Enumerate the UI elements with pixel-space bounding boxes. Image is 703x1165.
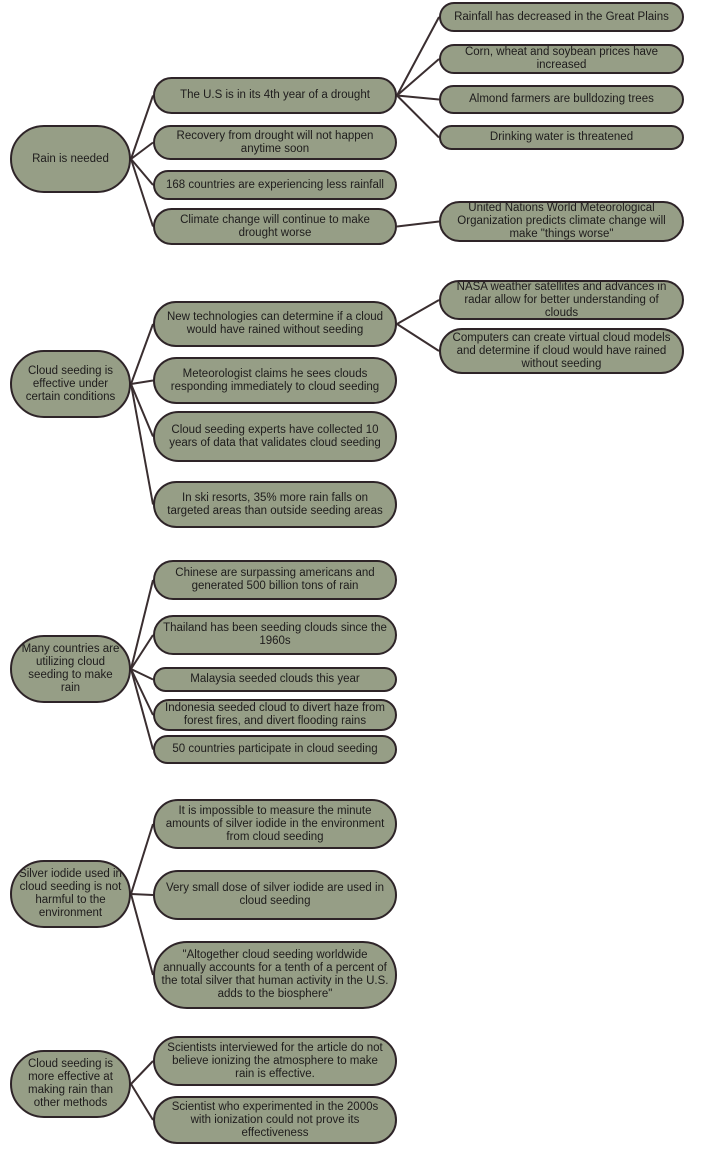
- root-topic-r1: Rain is needed: [10, 125, 131, 193]
- connector-r4-c4a: [130, 823, 154, 895]
- connector-r2-c2c: [130, 383, 154, 437]
- subtopic-c2a: New technologies can determine if a clou…: [153, 301, 397, 347]
- connector-r3-c3a: [130, 579, 154, 670]
- subtopic-c5b: Scientist who experimented in the 2000s …: [153, 1096, 397, 1144]
- connector-r5-c5a: [130, 1060, 154, 1085]
- detail-g2: Corn, wheat and soybean prices have incr…: [439, 44, 684, 74]
- detail-g3: Almond farmers are bulldozing trees: [439, 85, 684, 114]
- connector-r2-c2b: [130, 379, 154, 385]
- connector-r1-c1a: [130, 95, 154, 160]
- root-topic-r2: Cloud seeding is effective under certain…: [10, 350, 131, 418]
- subtopic-c3b: Thailand has been seeding clouds since t…: [153, 615, 397, 655]
- subtopic-c1b: Recovery from drought will not happen an…: [153, 125, 397, 160]
- root-topic-r3: Many countries are utilizing cloud seedi…: [10, 635, 131, 703]
- connector-r1-c1b: [130, 141, 154, 160]
- subtopic-c2d: In ski resorts, 35% more rain falls on t…: [153, 481, 397, 528]
- connector-c1a-g4: [396, 94, 440, 139]
- connector-r1-c1d: [130, 158, 154, 227]
- connector-r4-c4b: [130, 893, 154, 896]
- subtopic-c1a: The U.S is in its 4th year of a drought: [153, 77, 397, 114]
- detail-g5: United Nations World Meteorological Orga…: [439, 201, 684, 242]
- connector-r2-c2a: [130, 323, 154, 385]
- connector-r3-c3b: [130, 634, 154, 670]
- connector-c1d-g5: [396, 220, 440, 228]
- connector-r5-c5b: [130, 1083, 154, 1121]
- root-topic-r4: Silver iodide used in cloud seeding is n…: [10, 860, 131, 928]
- connector-r2-c2d: [130, 383, 154, 505]
- connector-c1a-g2: [396, 58, 440, 97]
- subtopic-c3c: Malaysia seeded clouds this year: [153, 667, 397, 692]
- connector-r3-c3c: [130, 668, 154, 681]
- subtopic-c2b: Meteorologist claims he sees clouds resp…: [153, 357, 397, 404]
- subtopic-c1d: Climate change will continue to make dro…: [153, 208, 397, 245]
- connector-c2a-g7: [396, 323, 440, 352]
- subtopic-c4b: Very small dose of silver iodide are use…: [153, 870, 397, 920]
- connector-c2a-g6: [396, 299, 440, 325]
- connector-r3-c3d: [130, 668, 154, 716]
- connector-c1a-g1: [396, 16, 440, 96]
- connector-r1-c1c: [130, 158, 154, 186]
- subtopic-c5a: Scientists interviewed for the article d…: [153, 1036, 397, 1086]
- subtopic-c4c: "Altogether cloud seeding worldwide annu…: [153, 941, 397, 1009]
- root-topic-r5: Cloud seeding is more effective at makin…: [10, 1050, 131, 1118]
- connector-r3-c3e: [130, 668, 154, 750]
- detail-g7: Computers can create virtual cloud model…: [439, 328, 684, 374]
- subtopic-c3a: Chinese are surpassing americans and gen…: [153, 560, 397, 600]
- detail-g4: Drinking water is threatened: [439, 125, 684, 150]
- connector-c1a-g3: [396, 94, 440, 101]
- subtopic-c3d: Indonesia seeded cloud to divert haze fr…: [153, 699, 397, 731]
- subtopic-c2c: Cloud seeding experts have collected 10 …: [153, 411, 397, 462]
- subtopic-c4a: It is impossible to measure the minute a…: [153, 799, 397, 849]
- detail-g6: NASA weather satellites and advances in …: [439, 280, 684, 320]
- detail-g1: Rainfall has decreased in the Great Plai…: [439, 2, 684, 32]
- subtopic-c3e: 50 countries participate in cloud seedin…: [153, 735, 397, 764]
- connector-r4-c4c: [130, 893, 154, 976]
- subtopic-c1c: 168 countries are experiencing less rain…: [153, 170, 397, 200]
